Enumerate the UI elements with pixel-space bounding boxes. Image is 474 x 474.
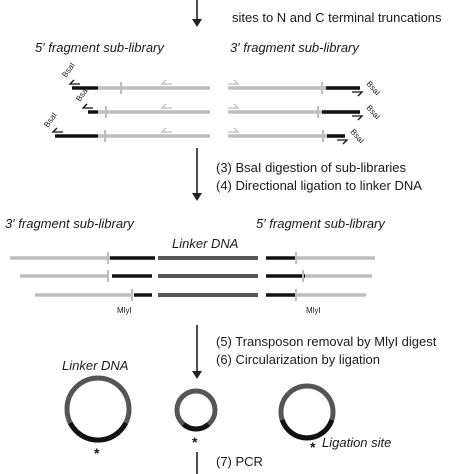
step-top-partial-text: sites to N and C terminal truncations [232, 10, 442, 25]
ligation-asterisk: * [192, 434, 198, 450]
five-prime-fragment-3: BsaI [42, 111, 210, 142]
circle-linker-label: Linker DNA [62, 358, 128, 373]
mlyi-label-left: MlyI [117, 306, 132, 315]
five-prime-fragment-2: BsaI [74, 85, 210, 118]
assembled-construct-2 [20, 270, 372, 282]
three-prime-fragment-2: BsaI [228, 103, 382, 121]
circular-product-2: * [174, 388, 218, 450]
five-prime-sublibrary-header: 5′ fragment sub-library [35, 40, 165, 55]
assembly-right-header: 5′ fragment sub-library [256, 216, 386, 231]
bsai-label: BsaI [365, 79, 382, 97]
assembly-left-header: 3′ fragment sub-library [5, 216, 135, 231]
ligation-asterisk: * [94, 445, 100, 461]
three-prime-sublibrary-header: 3′ fragment sub-library [230, 40, 360, 55]
bsai-label: BsaI [365, 103, 382, 121]
step-7-text: (7) PCR [216, 454, 263, 469]
circular-product-1: * [64, 375, 132, 461]
bsai-label: BsaI [349, 127, 366, 145]
circular-product-3: * [278, 383, 336, 455]
flow-arrow-head-2 [192, 193, 202, 201]
assembly-linker-label: Linker DNA [172, 236, 238, 251]
bsai-label: BsaI [42, 111, 59, 129]
step-4-text: (4) Directional ligation to linker DNA [216, 178, 422, 193]
mlyi-label-right: MlyI [306, 306, 321, 315]
three-prime-fragment-3: BsaI [228, 127, 366, 145]
bsai-label: BsaI [60, 61, 77, 79]
flow-arrow-head-3 [192, 371, 202, 379]
step-3-text: (3) BsaI digestion of sub-libraries [216, 160, 407, 175]
flow-arrow-head-1 [192, 19, 202, 27]
assembled-construct-3: MlyI MlyI [35, 289, 366, 315]
assembled-construct-1 [10, 252, 375, 264]
ligation-site-label: Ligation site [322, 435, 391, 450]
step-6-text: (6) Circularization by ligation [216, 352, 380, 367]
ligation-asterisk: * [310, 439, 316, 455]
step-5-text: (5) Transposon removal by MlyI digest [216, 334, 437, 349]
three-prime-fragment-1: BsaI [228, 79, 382, 97]
